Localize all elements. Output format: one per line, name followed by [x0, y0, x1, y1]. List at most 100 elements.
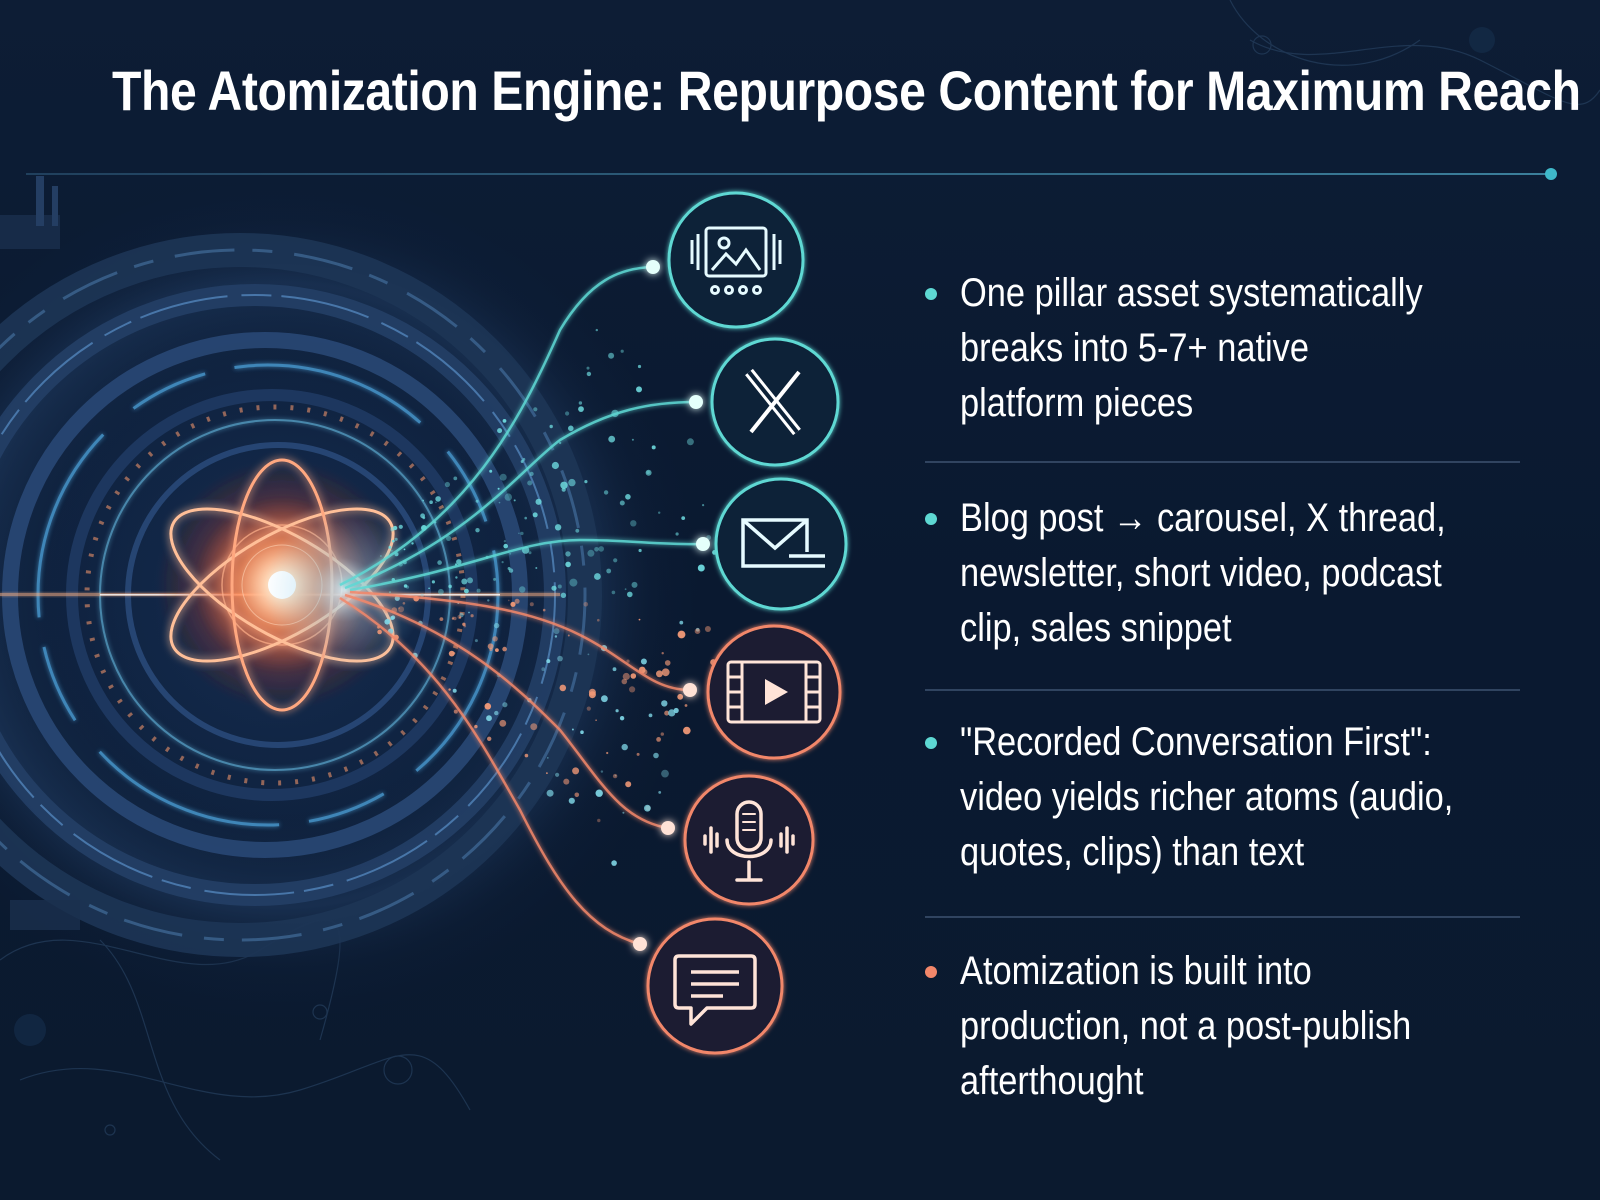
- particle: [546, 757, 549, 759]
- particle: [614, 774, 617, 777]
- particle: [514, 598, 520, 604]
- particle: [661, 668, 670, 677]
- particle: [394, 595, 400, 601]
- particle: [388, 545, 392, 549]
- particle: [629, 686, 636, 693]
- particle: [571, 728, 574, 731]
- particle: [551, 461, 560, 470]
- particle: [627, 591, 633, 598]
- particle: [563, 778, 570, 785]
- bullet-line: newsletter, short video, podcast: [960, 551, 1442, 595]
- particle: [679, 620, 684, 625]
- particle: [463, 624, 467, 628]
- particle: [508, 568, 514, 573]
- particle: [458, 616, 462, 619]
- particle: [499, 719, 507, 727]
- particle: [567, 634, 570, 637]
- particle: [636, 752, 640, 756]
- title-divider: [26, 173, 1556, 175]
- particle: [519, 586, 526, 593]
- particle: [391, 539, 395, 543]
- particle: [622, 672, 630, 681]
- particle: [586, 706, 591, 711]
- particle: [435, 501, 437, 504]
- stream-chat: [339, 596, 641, 946]
- bullet-line: quotes, clips) than text: [960, 830, 1305, 874]
- bullet-line: afterthought: [960, 1059, 1144, 1103]
- particle: [428, 587, 430, 590]
- particle: [559, 684, 567, 692]
- particle: [568, 797, 575, 804]
- particle: [664, 660, 671, 666]
- particle: [457, 614, 462, 619]
- particle: [597, 618, 600, 622]
- burst-glow: [265, 510, 425, 670]
- particle: [493, 622, 500, 629]
- particle: [484, 703, 492, 710]
- particle: [487, 643, 494, 650]
- particle: [572, 767, 580, 775]
- particle: [464, 588, 469, 594]
- particle: [606, 568, 612, 574]
- particle: [446, 535, 452, 542]
- particle: [402, 602, 406, 605]
- particle: [493, 577, 497, 581]
- particle: [468, 611, 470, 614]
- particle: [636, 386, 642, 393]
- particle: [501, 561, 504, 564]
- particle: [403, 584, 408, 588]
- particle: [625, 494, 631, 500]
- bullet-text: One pillar asset systematically breaks i…: [960, 266, 1510, 431]
- particle: [541, 667, 546, 672]
- particle: [522, 457, 526, 461]
- particle: [645, 469, 652, 476]
- particle: [549, 424, 553, 429]
- particle: [551, 585, 557, 591]
- particle: [612, 667, 617, 672]
- particle: [533, 407, 538, 412]
- channel-icon-chat: [646, 917, 784, 1055]
- particle: [503, 540, 507, 543]
- particle: [621, 743, 628, 751]
- particle: [398, 607, 401, 610]
- particle: [503, 543, 509, 549]
- channel-icon-audio: [683, 774, 815, 906]
- particle: [603, 490, 609, 495]
- particle: [535, 498, 542, 505]
- video-play-icon: [726, 660, 822, 724]
- particle: [476, 588, 481, 593]
- particle: [625, 781, 632, 788]
- particle: [546, 789, 554, 797]
- particle: [437, 560, 442, 565]
- particle: [532, 512, 538, 518]
- particle: [487, 736, 492, 741]
- particle: [495, 648, 499, 652]
- particle: [467, 577, 473, 584]
- stream-email: [349, 538, 704, 592]
- particle: [398, 524, 403, 529]
- particle: [524, 516, 527, 520]
- bullet-dot: [925, 737, 937, 749]
- particle: [658, 511, 661, 514]
- particle: [389, 591, 391, 593]
- particle: [546, 659, 551, 664]
- particle: [611, 590, 616, 595]
- particle: [497, 428, 503, 434]
- particle: [420, 593, 424, 597]
- particle: [677, 630, 686, 639]
- bullet-dot: [925, 513, 937, 525]
- particle: [529, 471, 534, 476]
- particle: [624, 588, 627, 591]
- particle: [435, 496, 441, 502]
- particle: [377, 629, 382, 635]
- particle: [546, 772, 548, 774]
- particle: [558, 441, 562, 445]
- particle: [520, 531, 524, 536]
- bullet-divider: [925, 461, 1520, 463]
- particle: [509, 552, 512, 555]
- page-title: The Atomization Engine: Repurpose Conten…: [112, 59, 1581, 122]
- bullet-line: platform pieces: [960, 381, 1194, 425]
- particle: [459, 612, 464, 618]
- particle: [587, 549, 595, 557]
- bullet-dot: [925, 966, 937, 978]
